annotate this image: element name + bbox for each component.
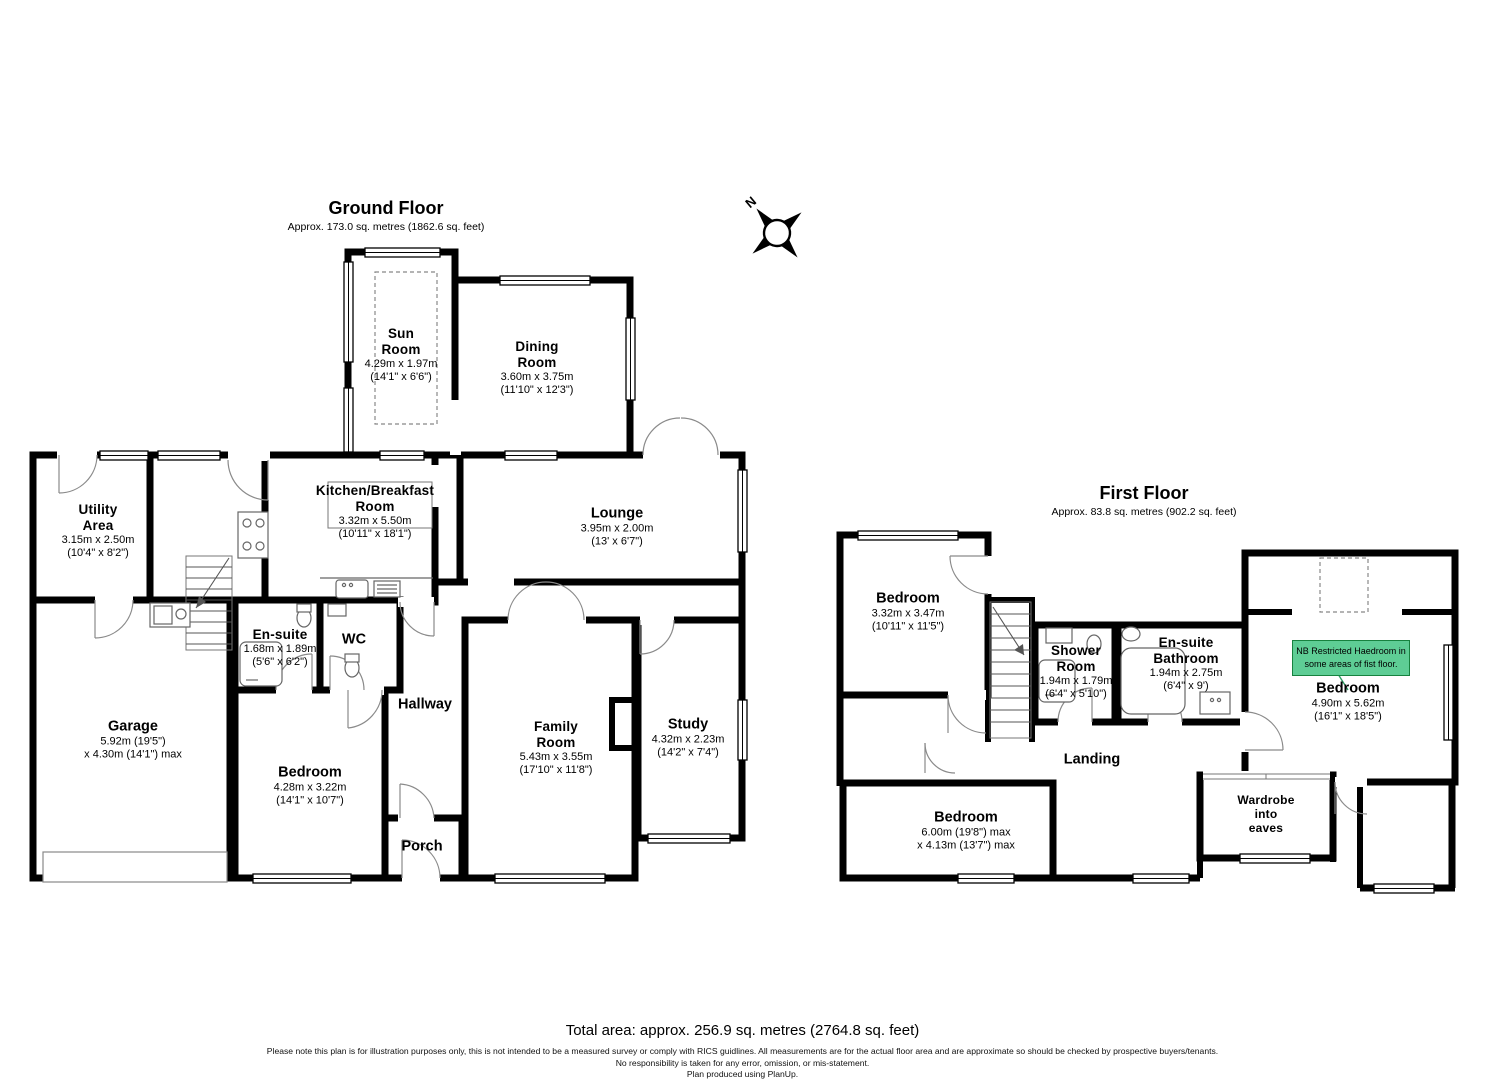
ground-floor-stairs	[185, 555, 233, 651]
label-porch: Porch	[401, 838, 443, 855]
label-en-suite-bathroom: En-suite Bathroom 1.94m x 2.75m (6'4" x …	[1149, 635, 1223, 692]
first-floor-stairs	[989, 601, 1032, 739]
label-bedroom-ground: Bedroom 4.28m x 3.22m (14'1" x 10'7")	[273, 764, 347, 807]
dashed-feature-boxes	[374, 271, 1369, 613]
first-floor-title: First Floor	[1099, 483, 1189, 504]
ground-floor-title: Ground Floor	[328, 198, 444, 219]
label-shower-room: Shower Room 1.94m x 1.79m (6'4" x 5'10")	[1039, 643, 1113, 700]
compass-north-label: N	[742, 193, 759, 211]
first-floor-subtitle: Approx. 83.8 sq. metres (902.2 sq. feet)	[1051, 506, 1237, 519]
label-kitchen: Kitchen/Breakfast Room 3.32m x 5.50m (10…	[315, 483, 435, 540]
label-sun-room: Sun Room 4.29m x 1.97m (14'1" x 6'6")	[364, 326, 438, 383]
window-markers	[42, 247, 1454, 894]
label-utility-area: Utility Area 3.15m x 2.50m (10'4" x 8'2"…	[61, 502, 135, 559]
label-study: Study 4.32m x 2.23m (14'2" x 7'4")	[651, 716, 725, 759]
restricted-headroom-note: NB Restricted Haedroom in some areas of …	[1292, 640, 1410, 676]
label-hallway: Hallway	[398, 696, 452, 713]
label-bedroom-bottom: Bedroom 6.00m (19'8") max x 4.13m (13'7"…	[917, 809, 1015, 852]
label-bedroom-top-left: Bedroom 3.32m x 3.47m (10'11" x 11'5")	[871, 590, 945, 633]
label-dining-room: Dining Room 3.60m x 3.75m (11'10" x 12'3…	[500, 339, 574, 396]
first-floor-title-block: First Floor Approx. 83.8 sq. metres (902…	[1051, 483, 1236, 519]
label-garage: Garage 5.92m (19'5") x 4.30m (14'1") max	[84, 718, 182, 761]
kitchen-table-outline	[327, 481, 433, 529]
label-landing: Landing	[1063, 751, 1121, 768]
label-family-room: Family Room 5.43m x 3.55m (17'10" x 11'8…	[519, 719, 593, 776]
ground-floor-title-block: Ground Floor Approx. 173.0 sq. metres (1…	[288, 198, 485, 234]
label-bedroom-right: Bedroom 4.90m x 5.62m (16'1" x 18'5")	[1311, 680, 1385, 723]
disclaimer-line-3: Plan produced using PlanUp.	[686, 1069, 799, 1079]
label-lounge: Lounge 3.95m x 2.00m (13' x 6'7")	[580, 505, 654, 548]
label-wc: WC	[341, 631, 367, 648]
compass-icon: N	[742, 193, 802, 258]
wardrobe-front-lines	[1203, 773, 1330, 780]
total-area-text: Total area: approx. 256.9 sq. metres (27…	[565, 1022, 920, 1039]
ground-floor-subtitle: Approx. 173.0 sq. metres (1862.6 sq. fee…	[287, 221, 485, 234]
disclaimer-line-2: No responsibility is taken for any error…	[615, 1058, 870, 1068]
label-wardrobe: Wardrobe into eaves	[1237, 792, 1295, 836]
door-openings	[57, 400, 1367, 883]
label-en-suite: En-suite 1.68m x 1.89m (5'6" x 6'2")	[243, 627, 317, 668]
disclaimer-line-1: Please note this plan is for illustratio…	[266, 1046, 1219, 1056]
note-pointer-line	[1337, 673, 1349, 691]
fixtures	[149, 511, 1231, 715]
